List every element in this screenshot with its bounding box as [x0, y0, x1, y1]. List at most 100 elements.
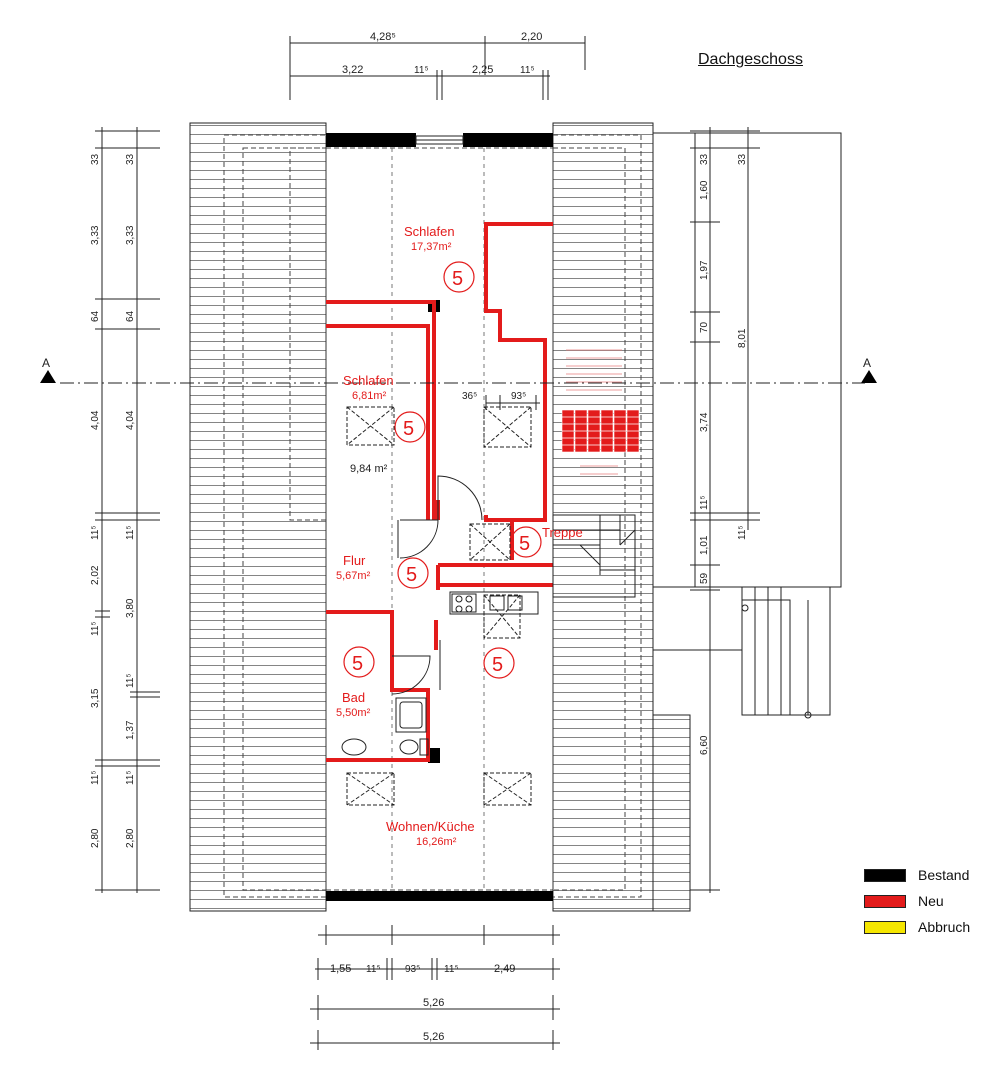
dim-right-i9: 6,60 — [699, 735, 710, 755]
room-area-schlafen-2: 6,81m² — [352, 390, 387, 402]
room-area-flur: 5,67m² — [336, 570, 371, 582]
markers — [343, 261, 542, 679]
dim-bottom-2: 11⁵ — [366, 964, 381, 975]
dim-left-i6: 3,80 — [125, 598, 136, 618]
room-area-schlafen-1: 17,37m² — [411, 241, 452, 253]
dim-left-i1: 33 — [125, 153, 136, 165]
drawing-title: Dachgeschoss — [698, 51, 803, 68]
dim-right-i5: 3,74 — [699, 412, 710, 432]
extra-area: 9,84 m² — [350, 463, 388, 475]
dim-top-1: 4,28⁵ — [370, 31, 396, 43]
marker-circle-2 — [394, 411, 426, 443]
section-marker-left: A — [42, 356, 50, 370]
dim-right-o3: 11⁵ — [737, 525, 748, 540]
dim-right-i7: 1,01 — [699, 535, 710, 555]
dim-left-i9: 11⁵ — [125, 770, 136, 785]
dim-left-o4: 4,04 — [90, 410, 101, 430]
legend: Bestand Neu Abbruch — [864, 862, 970, 940]
dim-left-i2: 3,33 — [125, 225, 136, 245]
dims-left-outer: 33 3,33 64 4,04 11⁵ 2,02 11⁵ 3,15 11⁵ 2,… — [90, 153, 101, 848]
dim-top-4: 11⁵ — [414, 65, 429, 76]
room-area-bad: 5,50m² — [336, 707, 371, 719]
legend-swatch-bestand — [864, 868, 906, 882]
dim-right-o1: 33 — [737, 153, 748, 165]
dim-left-i7: 11⁵ — [125, 673, 136, 688]
dim-left-o5: 11⁵ — [90, 525, 101, 540]
dim-left-o7: 11⁵ — [90, 621, 101, 636]
marker-circle-1 — [443, 261, 475, 293]
dim-inner-2: 93⁵ — [511, 391, 526, 402]
dim-right-i3: 1,97 — [699, 260, 710, 280]
dim-right-i8: 59 — [699, 572, 710, 584]
dim-top-3: 3,22 — [342, 64, 363, 76]
room-name-flur: Flur — [343, 553, 366, 568]
dim-right-i6: 11⁵ — [699, 495, 710, 510]
legend-label-abbruch: Abbruch — [918, 919, 971, 935]
dim-bottom-7: 5,26 — [423, 1031, 444, 1043]
dim-left-i8: 1,37 — [125, 720, 136, 740]
dim-left-o8: 3,15 — [90, 688, 101, 708]
marker-text-3: 5 — [406, 564, 417, 586]
legend-item-bestand: Bestand — [864, 862, 970, 888]
dim-bottom-1: 1,55 — [330, 963, 351, 975]
dim-left-i3: 64 — [125, 310, 136, 322]
marker-text-1: 5 — [452, 268, 463, 290]
legend-label-neu: Neu — [918, 893, 944, 909]
room-name-schlafen-2: Schlafen — [343, 373, 394, 388]
marker-text-2: 5 — [403, 418, 414, 440]
solar-lines — [562, 416, 640, 446]
section-marker-right: A — [863, 356, 871, 370]
marker-circle-3 — [397, 557, 429, 589]
dim-left-o9: 11⁵ — [90, 770, 101, 785]
dims-right-inner: 33 1,60 1,97 70 3,74 11⁵ 1,01 59 6,60 — [699, 153, 710, 755]
dims-right-outer: 33 8,01 11⁵ — [737, 153, 748, 540]
marker-circle-5 — [483, 647, 515, 679]
dim-left-i10: 2,80 — [125, 828, 136, 848]
marker-circle-4 — [343, 646, 375, 678]
room-name-bad: Bad — [342, 690, 365, 705]
dim-left-o2: 3,33 — [90, 225, 101, 245]
solar-notes — [566, 349, 622, 475]
marker-text-6: 5 — [519, 533, 530, 555]
dims-left-inner: 33 3,33 64 4,04 11⁵ 3,80 11⁵ 1,37 11⁵ 2,… — [125, 153, 136, 848]
dim-bottom-6: 5,26 — [423, 997, 444, 1009]
dim-bottom-4: 11⁵ — [444, 964, 459, 975]
section-line — [40, 370, 877, 384]
dim-bottom-5: 2,49 — [494, 963, 515, 975]
marker-text-5: 5 — [492, 654, 503, 676]
dim-left-o10: 2,80 — [90, 828, 101, 848]
marker-text-4: 5 — [352, 653, 363, 675]
dim-top-6: 11⁵ — [520, 65, 535, 76]
marker-circle-6 — [510, 526, 542, 558]
roof-right — [552, 122, 654, 912]
dim-right-i4: 70 — [699, 321, 710, 333]
dim-top-5: 2,25 — [472, 64, 493, 76]
dim-left-o6: 2,02 — [90, 565, 101, 585]
legend-item-abbruch: Abbruch — [864, 914, 970, 940]
doors — [391, 475, 483, 695]
room-name-treppe: Treppe — [542, 525, 583, 540]
annex — [652, 132, 842, 719]
room-name-schlafen-1: Schlafen — [404, 224, 455, 239]
dim-bottom-3: 93⁵ — [405, 964, 420, 975]
legend-swatch-neu — [864, 894, 906, 908]
roof-right-lower — [652, 714, 691, 912]
dim-left-i4: 4,04 — [125, 410, 136, 430]
room-name-wohnen: Wohnen/Küche — [386, 819, 475, 834]
legend-swatch-abbruch — [864, 920, 906, 934]
legend-label-bestand: Bestand — [918, 867, 970, 883]
dim-left-o3: 64 — [90, 310, 101, 322]
dim-left-o1: 33 — [90, 153, 101, 165]
fixtures — [341, 591, 539, 756]
dim-right-i2: 1,60 — [699, 180, 710, 200]
dim-left-i5: 11⁵ — [125, 525, 136, 540]
dim-top-2: 2,20 — [521, 31, 542, 43]
dim-right-i1: 33 — [699, 153, 710, 165]
top-window — [415, 135, 464, 145]
legend-item-neu: Neu — [864, 888, 970, 914]
room-area-wohnen: 16,26m² — [416, 836, 457, 848]
dimension-lines — [95, 36, 760, 1050]
roof-left — [189, 122, 327, 912]
roof-slopes — [189, 122, 691, 912]
